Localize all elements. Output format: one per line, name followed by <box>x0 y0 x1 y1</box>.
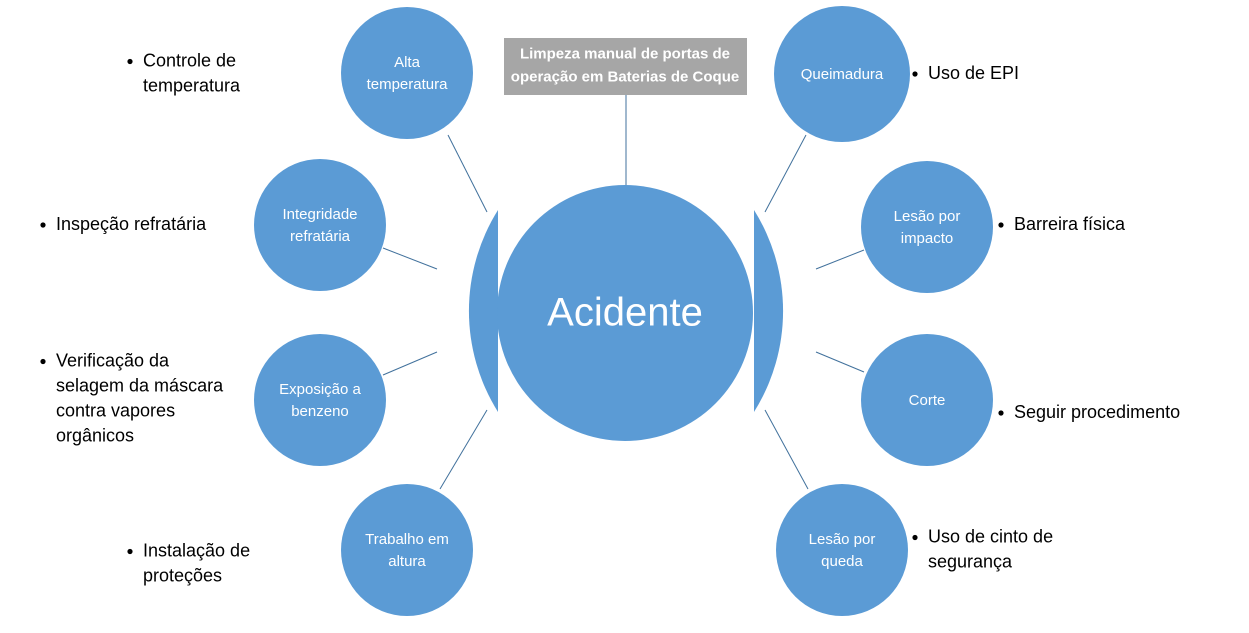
left-measure-line: orgânicos <box>56 425 134 445</box>
left-measure-3: Instalação de proteções <box>143 540 250 585</box>
title-label-line: Limpeza manual de portas de <box>520 45 730 62</box>
right-hazard-circle-1 <box>861 161 993 293</box>
left-hazard-label-2-line: Exposição a <box>279 381 361 398</box>
left-measure-line: temperatura <box>143 75 241 95</box>
right-hazard-label-1-line: Lesão por <box>894 208 961 225</box>
left-connector-2 <box>382 351 438 376</box>
right-hazard-label-1: Lesão por impacto <box>894 208 961 247</box>
left-hazard-label-0-line: Alta <box>394 54 421 71</box>
center-circle <box>497 185 753 441</box>
left-hazard-label-2: Exposição a benzeno <box>279 381 361 420</box>
right-hazard-label-1-line: impacto <box>901 230 954 247</box>
left-half-disc <box>468 210 498 412</box>
right-hazard-label-0: Queimadura <box>801 66 884 83</box>
right-hazard-circle-3 <box>776 484 908 616</box>
right-hazard-label-3-line: queda <box>821 553 863 570</box>
left-measure-1: Inspeção refratária <box>56 214 207 234</box>
right-hazard-label-0-line: Queimadura <box>801 66 884 83</box>
right-measure-line: segurança <box>928 551 1013 571</box>
right-hazard-label-2: Corte <box>909 392 946 409</box>
right-connector-0 <box>764 134 807 213</box>
left-hazard-label-1-line: Integridade <box>282 206 357 223</box>
left-bullet-1 <box>40 222 46 228</box>
left-hazard-circle-2 <box>254 334 386 466</box>
title-box <box>504 38 747 95</box>
title-label-line: operação em Baterias de Coque <box>511 68 739 85</box>
center-label-line: Acidente <box>547 291 703 335</box>
title-label: Limpeza manual de portas de operação em B… <box>511 45 739 85</box>
right-measure-line: Barreira física <box>1014 214 1126 234</box>
left-connector-0 <box>447 134 488 213</box>
left-bullet-2 <box>40 358 46 365</box>
left-measure-line: selagem da máscara <box>56 375 224 395</box>
left-hazard-circle-1 <box>254 159 386 291</box>
right-connector-1 <box>815 249 865 270</box>
right-measure-2: Seguir procedimento <box>1014 402 1180 422</box>
right-measure-3: Uso de cinto de segurança <box>928 526 1053 571</box>
left-measure-line: Verificação da <box>56 350 170 370</box>
left-hazard-label-1-line: refratária <box>290 228 351 245</box>
right-hazard-label-2-line: Corte <box>909 392 946 409</box>
right-connector-3 <box>764 409 809 490</box>
right-hazard-label-3-line: Lesão por <box>809 531 876 548</box>
right-measure-line: Uso de EPI <box>928 63 1019 83</box>
shapes <box>40 6 1004 616</box>
right-hazard-circle-2 <box>861 334 993 466</box>
right-bullet-2 <box>998 410 1004 416</box>
left-measure-line: proteções <box>143 565 222 585</box>
right-bullet-0 <box>912 71 918 77</box>
labels: Limpeza manual de portas de operação em B… <box>56 45 1180 585</box>
right-measure-line: Seguir procedimento <box>1014 402 1180 422</box>
left-hazard-label-0-line: temperatura <box>367 76 449 93</box>
left-hazard-label-2-line: benzeno <box>291 403 349 420</box>
left-measure-line: Controle de <box>143 50 236 70</box>
left-measure-line: Inspeção refratária <box>56 214 207 234</box>
right-hazard-label-3: Lesão por queda <box>809 531 876 570</box>
left-hazard-circle-0 <box>341 7 473 139</box>
left-hazard-label-1: Integridade refratária <box>282 206 357 245</box>
right-measure-0: Uso de EPI <box>928 63 1019 83</box>
left-hazard-circle-3 <box>341 484 473 616</box>
left-measure-2: Verificação da selagem da máscara contra v… <box>56 350 224 445</box>
right-half-disc <box>754 210 784 412</box>
left-hazard-label-3-line: altura <box>388 553 426 570</box>
center-label: Acidente <box>547 291 703 335</box>
left-hazard-label-0: Alta temperatura <box>367 54 449 93</box>
left-measure-line: Instalação de <box>143 540 250 560</box>
left-connector-3 <box>439 409 488 490</box>
right-measure-line: Uso de cinto de <box>928 526 1053 546</box>
connector-lines <box>382 95 865 490</box>
left-hazard-label-3: Trabalho em altura <box>365 531 449 570</box>
left-bullet-3 <box>127 548 133 555</box>
left-measure-0: Controle de temperatura <box>143 50 241 95</box>
left-measure-line: contra vapores <box>56 400 175 420</box>
right-hazard-circle-0 <box>774 6 910 142</box>
right-connector-2 <box>815 351 865 373</box>
left-hazard-label-3-line: Trabalho em <box>365 531 449 548</box>
right-bullet-3 <box>912 534 918 541</box>
right-measure-1: Barreira física <box>1014 214 1126 234</box>
right-bullet-1 <box>998 222 1004 228</box>
left-bullet-0 <box>127 58 133 65</box>
left-connector-1 <box>382 247 438 270</box>
